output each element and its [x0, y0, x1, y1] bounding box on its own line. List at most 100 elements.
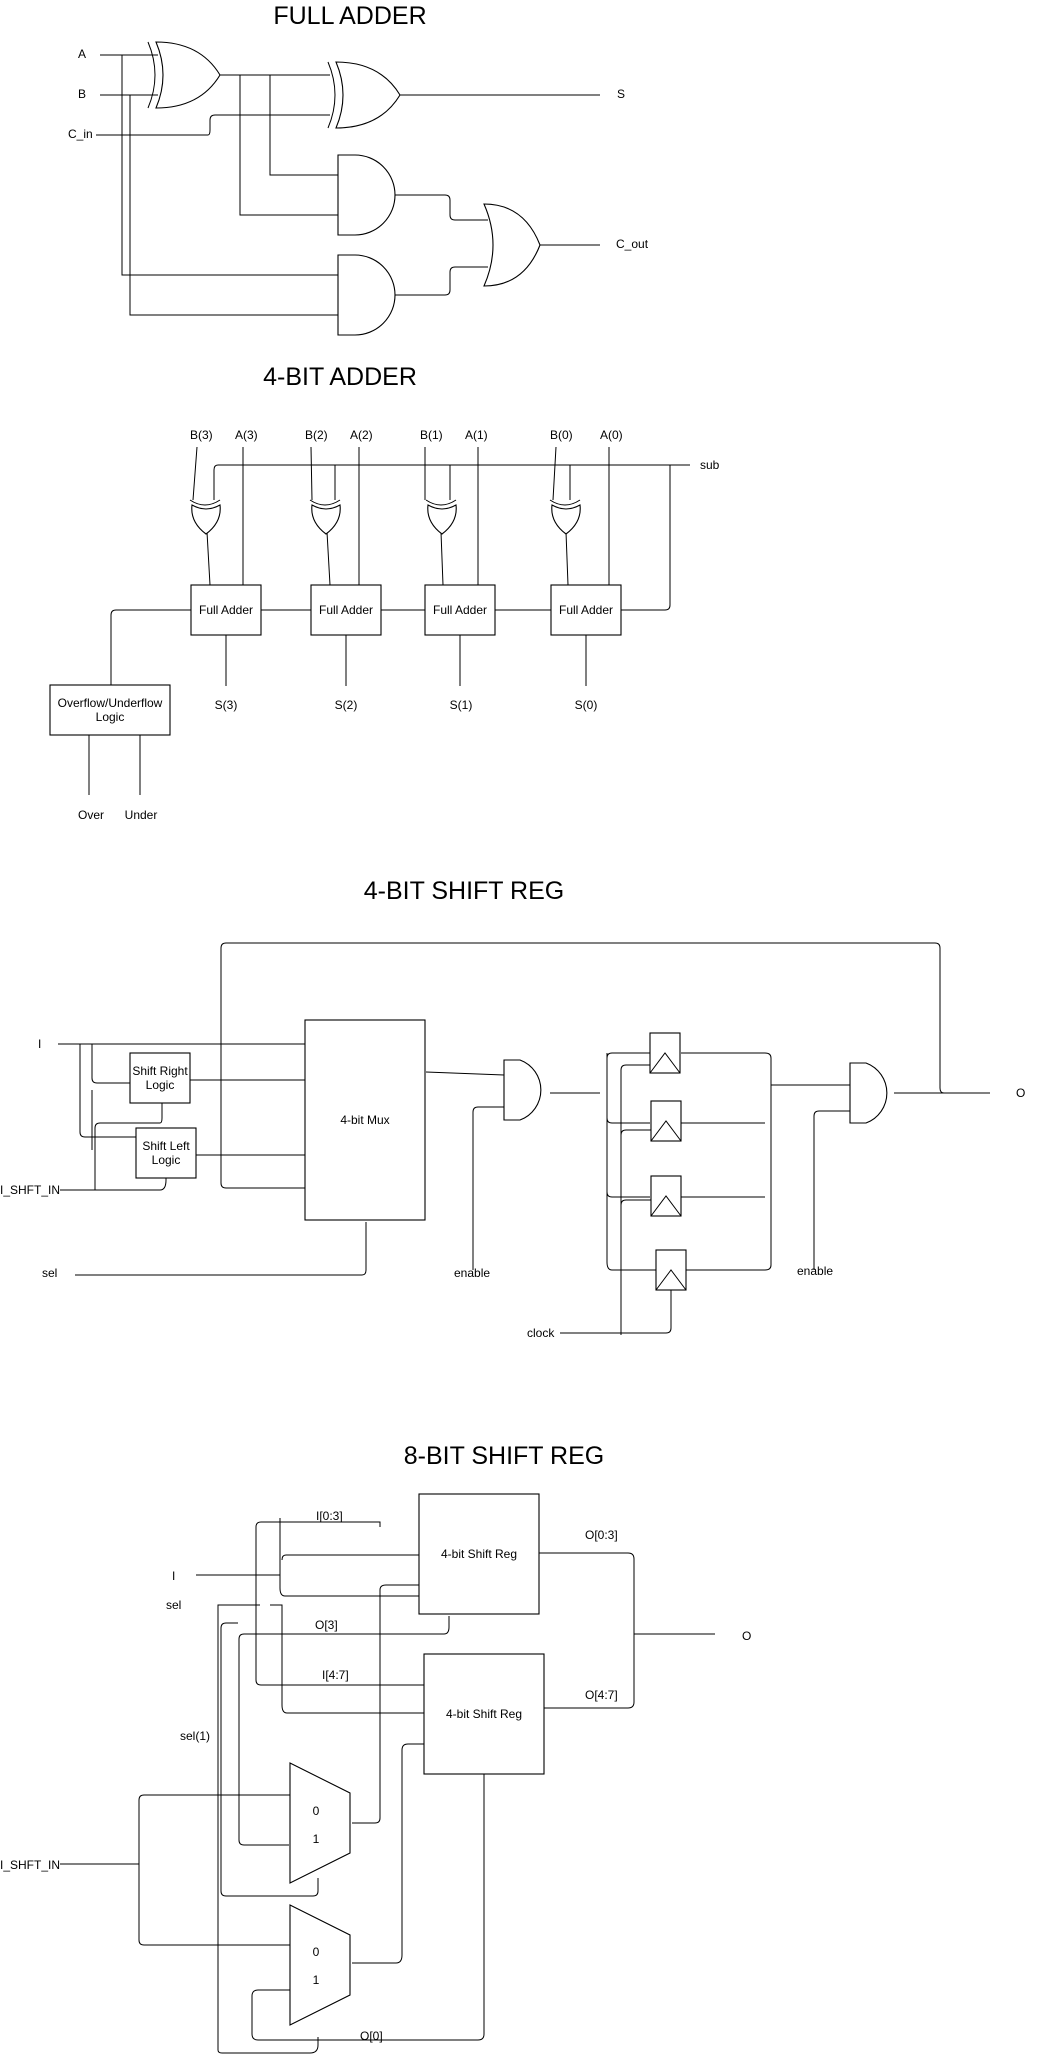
xor-arc	[327, 61, 336, 129]
input-a0-label: A(0)	[600, 428, 623, 442]
input-a-label: A	[78, 47, 86, 61]
sum-s0-label: S(0)	[575, 698, 598, 712]
xor-body	[551, 504, 581, 535]
input-a1-label: A(1)	[465, 428, 488, 442]
four-bit-adder-title: 4-BIT ADDER	[263, 363, 417, 391]
register-wires	[550, 1052, 851, 1335]
output-wires	[538, 1552, 715, 1709]
o47-label: O[4:7]	[585, 1688, 618, 1702]
reg-feedback-wires	[238, 1584, 450, 1964]
input-b3-label: B(3)	[190, 428, 213, 442]
mux-upper: 0 1	[289, 1762, 351, 1884]
o3-label: O[3]	[315, 1618, 338, 1632]
flip-flop-3	[650, 1175, 682, 1217]
full-adder-box	[424, 584, 496, 636]
i47-label: I[4:7]	[322, 1668, 349, 1682]
full-adder-label: Full Adder	[433, 603, 487, 617]
o03-label: O[0:3]	[585, 1528, 618, 1542]
mux-label: 4-bit Mux	[340, 1113, 389, 1127]
and-gate-2	[337, 254, 396, 336]
sum-wires	[88, 635, 587, 795]
shift-left-logic-box	[135, 1127, 197, 1179]
input-a3-label: A(3)	[235, 428, 258, 442]
sum-s1-label: S(1)	[450, 698, 473, 712]
clock-triangle-icon	[655, 1269, 687, 1291]
xor-gate-b3	[189, 499, 221, 535]
full-adder-box	[310, 584, 382, 636]
four-bit-adder-section: 4-BIT ADDER B(3) A(3) B(2) A(2) B(1) A(1…	[49, 363, 720, 822]
wire	[218, 74, 600, 296]
o0-label: O[0]	[360, 2029, 383, 2043]
i03-label: I[0:3]	[316, 1509, 343, 1523]
and-gate-1	[337, 154, 396, 236]
flip-flop-2	[650, 1100, 682, 1142]
full-adder-label: Full Adder	[559, 603, 613, 617]
sum-s2-label: S(2)	[335, 698, 358, 712]
output-o-label: O	[742, 1629, 751, 1643]
output-o-label: O	[1016, 1086, 1025, 1100]
enable-label-2: enable	[797, 1264, 833, 1278]
sub-bus	[213, 464, 690, 611]
input-b1-label: B(1)	[420, 428, 443, 442]
feedback-loop	[220, 942, 975, 1189]
eight-bit-shift-reg-title: 8-BIT SHIFT REG	[404, 1442, 605, 1470]
full-adder-2: Full Adder	[310, 584, 382, 636]
input-i-label: I	[172, 1569, 175, 1583]
wire	[96, 54, 340, 316]
input-wires	[58, 1043, 367, 1276]
eight-bit-shift-reg-section: 8-BIT SHIFT REG I sel I_SHFT_IN I[0:3] O…	[0, 1442, 751, 2054]
overflow-logic-label-line1: Overflow/Underflow	[58, 696, 163, 710]
full-adder-section: FULL ADDER A B C_in S C_out	[68, 2, 649, 336]
shift-left-label-line1: Shift Left	[142, 1139, 190, 1153]
input-i-label: I	[38, 1037, 41, 1051]
input-sel-label: sel	[166, 1598, 181, 1612]
clock-triangle-icon	[649, 1052, 681, 1074]
input-wires	[192, 446, 610, 585]
flip-flop-1	[649, 1032, 681, 1074]
shift-reg-lower: 4-bit Shift Reg	[423, 1653, 545, 1775]
over-label: Over	[78, 808, 104, 822]
input-shift-label: I_SHFT_IN	[0, 1183, 60, 1197]
full-adder-label: Full Adder	[319, 603, 373, 617]
full-adder-title: FULL ADDER	[273, 2, 426, 30]
input-shift-label: I_SHFT_IN	[0, 1858, 60, 1872]
mux2-loop-wire	[251, 1774, 485, 2041]
clock-label: clock	[527, 1326, 555, 1340]
under-label: Under	[125, 808, 158, 822]
mux-box	[304, 1019, 426, 1221]
xor-gate-b0	[549, 499, 581, 535]
input-b-label: B	[78, 87, 86, 101]
input-b0-label: B(0)	[550, 428, 573, 442]
shift-reg-box	[423, 1653, 545, 1775]
input-cin-label: C_in	[68, 127, 93, 141]
mux-trapezoid	[289, 1904, 351, 2026]
flip-flop-4	[655, 1249, 687, 1291]
mux-input-0-label: 0	[313, 1804, 320, 1818]
xor-gate-b1	[425, 499, 457, 535]
full-adder-box	[190, 584, 262, 636]
output-cout-label: C_out	[616, 237, 649, 251]
xor-to-fa-wires	[206, 531, 569, 586]
sum-s3-label: S(3)	[215, 698, 238, 712]
four-bit-shift-reg-section: 4-BIT SHIFT REG I I_SHFT_IN sel enable e…	[0, 877, 1025, 1340]
full-adder-1: Full Adder	[424, 584, 496, 636]
shift-right-logic-block: Shift Right Logic	[129, 1052, 191, 1104]
xor-arc	[425, 499, 457, 506]
output-s-label: S	[617, 87, 625, 101]
overflow-logic-box	[49, 684, 171, 736]
mux-block: 4-bit Mux	[304, 1019, 426, 1221]
shift-left-label-line2: Logic	[152, 1153, 181, 1167]
carry-wires	[110, 609, 551, 685]
full-adder-0: Full Adder	[550, 584, 622, 636]
xor-body	[427, 504, 457, 535]
and-gate-enable-1	[503, 1059, 542, 1121]
xor-body	[155, 41, 221, 109]
xor-gate-1	[147, 41, 221, 109]
xor-arc	[549, 499, 581, 506]
shift-left-logic-block: Shift Left Logic	[135, 1127, 197, 1179]
shift-right-logic-box	[129, 1052, 191, 1104]
mux-input-1-label: 1	[313, 1832, 320, 1846]
xor-gate-2	[327, 61, 401, 129]
xor-body	[335, 61, 401, 129]
